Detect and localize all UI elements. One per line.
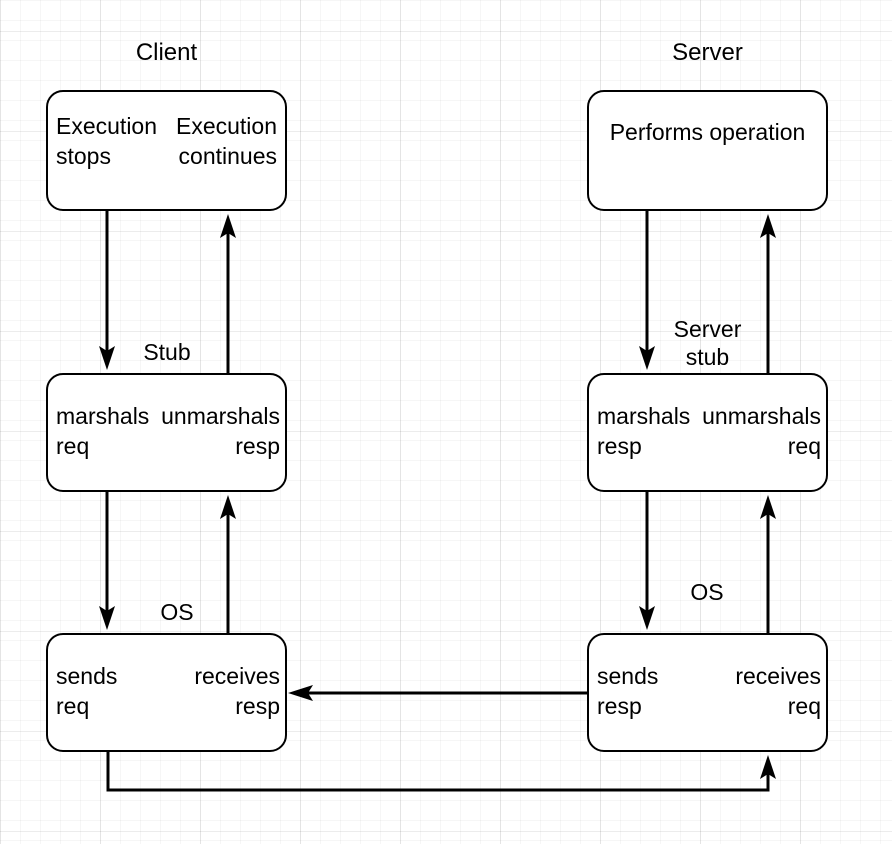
client-application-right-label: Execution continues bbox=[175, 113, 277, 169]
server-application-label: Performs operation bbox=[609, 119, 806, 145]
edge-client-stub-to-app bbox=[220, 214, 236, 373]
edge-label-server-os: OS bbox=[690, 579, 724, 605]
node-client-os[interactable]: sends req receives resp bbox=[46, 633, 287, 752]
server-stub-right-label: unmarshals req bbox=[702, 403, 821, 459]
client-os-left-label: sends req bbox=[56, 663, 118, 719]
edge-server-os-to-stub bbox=[760, 495, 776, 633]
client-os-right-label: receives resp bbox=[194, 663, 280, 719]
edge-server-app-to-stub bbox=[639, 211, 655, 370]
column-title-client: Client bbox=[135, 39, 198, 66]
edge-client-stub-to-os bbox=[99, 492, 115, 630]
edge-server-stub-to-os bbox=[639, 492, 655, 630]
client-stub-right-label: unmarshals resp bbox=[161, 403, 280, 459]
edge-server-os-to-client-os-response bbox=[288, 685, 587, 701]
node-client-stub[interactable]: marshals req unmarshals resp bbox=[46, 373, 287, 492]
node-server-application[interactable]: Performs operation bbox=[587, 90, 828, 211]
column-title-server: Server bbox=[672, 39, 743, 66]
edge-client-os-to-stub bbox=[220, 495, 236, 633]
server-os-left-label: sends resp bbox=[597, 663, 659, 719]
server-os-right-label: receives req bbox=[735, 663, 821, 719]
node-server-os[interactable]: sends resp receives req bbox=[587, 633, 828, 752]
edge-client-app-to-stub bbox=[99, 211, 115, 370]
edge-client-os-to-server-os-request bbox=[106, 752, 776, 792]
client-stub-left-label: marshals req bbox=[56, 403, 150, 459]
edge-label-client-os: OS bbox=[160, 599, 194, 625]
edge-label-server-stub: Server stub bbox=[673, 316, 742, 370]
edge-server-stub-to-app bbox=[760, 214, 776, 373]
edge-label-client-stub: Stub bbox=[143, 339, 191, 365]
server-stub-left-label: marshals resp bbox=[597, 403, 691, 459]
client-application-left-label: Execution stops bbox=[56, 113, 158, 169]
node-server-stub[interactable]: marshals resp unmarshals req bbox=[587, 373, 828, 492]
node-client-application[interactable]: Execution stops Execution continues bbox=[46, 90, 287, 211]
